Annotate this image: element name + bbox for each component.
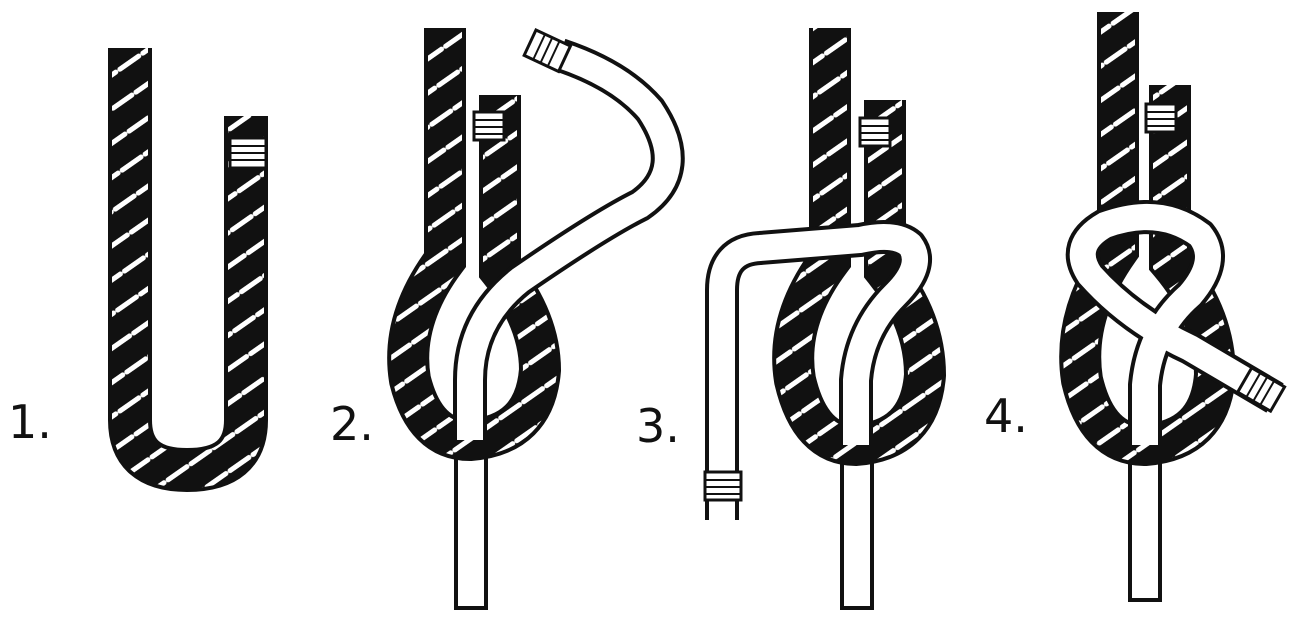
step-1-dark-rope xyxy=(130,48,246,470)
step-3-whipping xyxy=(860,118,890,146)
step-1-whipping xyxy=(230,138,266,168)
step-3-number: 3. xyxy=(636,399,680,453)
step-4-number: 4. xyxy=(984,389,1028,443)
step-1-number: 1. xyxy=(8,395,52,449)
step-4: 4. xyxy=(984,12,1285,600)
step-2-standing-white xyxy=(456,440,486,608)
step-2-whipping xyxy=(474,112,504,140)
step-1: 1. xyxy=(8,48,266,470)
step-3: 3. xyxy=(636,28,925,608)
step-2: 2. xyxy=(330,28,668,608)
step-2-number: 2. xyxy=(330,397,374,451)
step-4-whipping xyxy=(1146,104,1176,132)
step-3-white-end-whipping xyxy=(705,472,741,500)
